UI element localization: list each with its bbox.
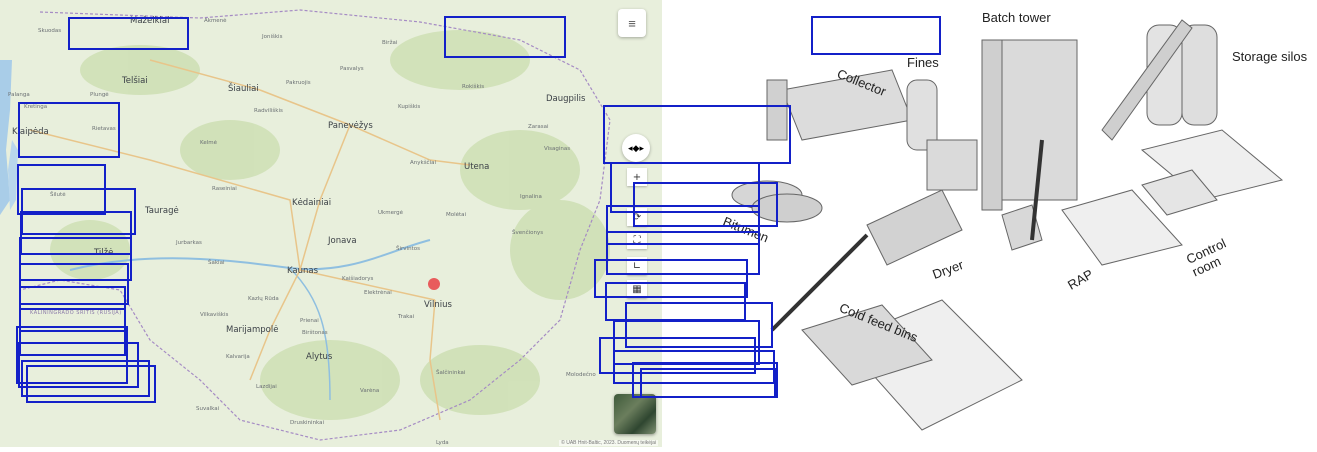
place-label: Daugpilis <box>546 94 586 104</box>
place-label: Biržai <box>382 40 398 46</box>
place-label: Rokiškis <box>462 84 485 90</box>
label-batch-tower: Batch tower <box>982 10 1051 25</box>
place-label: Skuodas <box>38 28 62 34</box>
place-label: Radviliškis <box>254 108 283 114</box>
place-label: Birštonas <box>302 330 328 336</box>
place-label: Jurbarkas <box>176 240 202 246</box>
place-label: Kretinga <box>24 104 48 110</box>
plant-illustration <box>731 19 1284 431</box>
fullscreen-icon[interactable]: ⛶ <box>627 231 647 249</box>
place-label: Šilutė <box>50 192 66 198</box>
place-label: Švenčionys <box>512 230 544 236</box>
place-label: Plungė <box>90 92 109 98</box>
place-label: Tauragė <box>145 206 179 216</box>
compass-icon[interactable]: ◂◆▸ <box>622 134 650 162</box>
place-label: Varėna <box>360 388 380 394</box>
place-label: Anykščiai <box>410 160 437 166</box>
place-label: Vilnius <box>424 300 452 310</box>
place-label: Utena <box>464 162 490 172</box>
place-label: Šalčininkai <box>436 370 466 376</box>
place-label: Kėdainiai <box>292 198 332 208</box>
place-label: Lazdijai <box>256 384 277 390</box>
place-label: Akmenė <box>204 18 227 24</box>
place-label: Vilkaviškis <box>200 312 229 318</box>
place-label: Suvalkai <box>196 406 220 412</box>
place-label: Panevėžys <box>328 121 373 131</box>
measure-icon[interactable]: ∟ <box>627 257 647 275</box>
rotate-icon[interactable]: ⟳ <box>627 208 647 226</box>
satellite-toggle[interactable] <box>614 394 656 434</box>
region-label: KALININGRADO SRITIS (RUSIJA) <box>30 310 122 316</box>
place-label: Visaginas <box>544 146 571 152</box>
lagoon <box>8 140 18 210</box>
asphalt-plant-diagram: Batch tower Storage silos Fines Collecto… <box>662 0 1317 447</box>
label-storage-silos: Storage silos <box>1232 49 1308 64</box>
place-label: Druskininkai <box>290 420 325 426</box>
place-label: Pakruojis <box>286 80 311 86</box>
place-label: Pasvalys <box>340 66 364 72</box>
place-label: Ignalina <box>520 194 542 200</box>
map-viewer[interactable]: Mažeikiai Šiauliai Panevėžys Klaipėda Ka… <box>0 0 662 447</box>
country-border <box>19 9 611 441</box>
place-label: Zarasai <box>528 124 549 130</box>
zoom-in-icon[interactable]: + <box>627 168 647 186</box>
river-nemunas <box>69 239 431 271</box>
menu-button[interactable]: ≡ <box>618 9 646 37</box>
place-label: Alytus <box>306 352 333 362</box>
place-label: Kelmė <box>200 140 217 146</box>
place-label: Molėtai <box>446 212 467 218</box>
place-label: Širvintos <box>396 246 420 252</box>
place-label: Prienai <box>300 318 319 324</box>
place-label: Kazlų Rūda <box>248 296 279 302</box>
place-label: Klaipėda <box>12 127 49 137</box>
place-label: Šiauliai <box>228 84 259 94</box>
layers-icon[interactable]: ▦ <box>627 280 647 298</box>
place-label: Raseiniai <box>212 186 237 192</box>
place-label: Jonava <box>328 236 357 246</box>
location-marker <box>428 278 440 290</box>
place-label: Kaišiadorys <box>342 276 374 282</box>
place-label: Ukmergė <box>378 210 403 216</box>
map-canvas[interactable] <box>0 0 662 447</box>
attribution: © UAB Hnit-Baltic, 2023. Duomenų teikėja… <box>559 440 658 446</box>
place-label: Molodečno <box>566 372 596 378</box>
baltic-sea <box>0 60 12 215</box>
place-label: Šakiai <box>208 260 225 266</box>
place-label: Mažeikiai <box>130 16 170 26</box>
place-label: Rietavas <box>92 126 116 132</box>
label-fines: Fines <box>907 55 939 70</box>
place-label: Kalvarija <box>226 354 250 360</box>
place-label: Elektrėnai <box>364 290 392 296</box>
place-label: Kaunas <box>287 266 319 276</box>
place-label: Lyda <box>436 440 449 446</box>
place-label: Trakai <box>398 314 415 320</box>
place-label: Palanga <box>8 92 30 98</box>
place-label: Joniškis <box>262 34 283 40</box>
place-label: Telšiai <box>122 76 148 86</box>
place-label: Kupiškis <box>398 104 421 110</box>
place-label: Tilžė <box>94 248 114 258</box>
place-label: Marijampolė <box>226 325 279 335</box>
zoom-in-label: + <box>632 171 642 183</box>
hamburger-icon: ≡ <box>628 15 636 31</box>
